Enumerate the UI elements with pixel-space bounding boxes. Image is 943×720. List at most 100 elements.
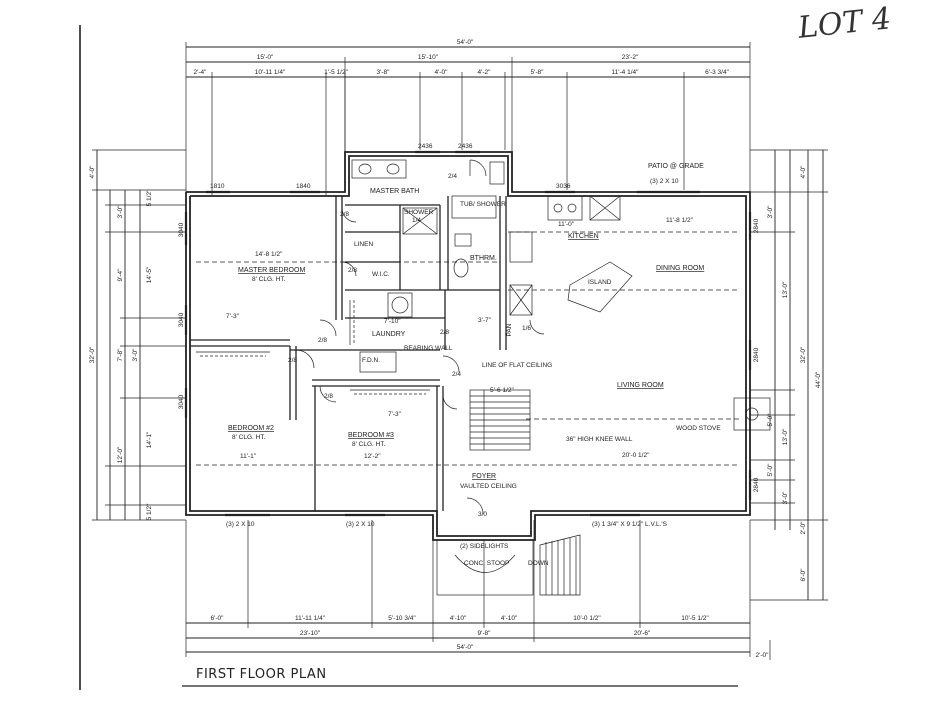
room-wic: W.I.C. bbox=[372, 271, 390, 278]
note-header-bed3: (3) 2 X 10 bbox=[346, 521, 375, 528]
window-tag: 2436 bbox=[418, 143, 433, 150]
dim-bot-r1-1: 11'-11 1/4" bbox=[295, 615, 326, 622]
kitchen-dim: 11'-0" bbox=[558, 221, 575, 228]
dim-top-r3-7: 11'-4 1/4" bbox=[612, 69, 640, 76]
note-dim-7-10: 7'-10" bbox=[384, 318, 401, 325]
door-tag: 1/4 bbox=[412, 217, 421, 224]
dining-dim: 11'-8 1/2" bbox=[666, 217, 694, 224]
dim-bot-side: 2'-0" bbox=[756, 652, 770, 659]
dim-bot-overall: 54'-0" bbox=[457, 644, 474, 651]
room-shower: SHOWER bbox=[404, 209, 434, 216]
dim-left-0: 4'-0" bbox=[89, 165, 96, 179]
note-dim-7-3b: 7'-3" bbox=[388, 411, 402, 418]
window-tag: 3040 bbox=[178, 312, 185, 327]
room-bedroom2: BEDROOM #2 bbox=[228, 425, 274, 432]
bedroom2-ceiling: 8' CLG. HT. bbox=[232, 434, 266, 441]
door-tag: 2/4 bbox=[448, 173, 457, 180]
note-knee-wall: 36" HIGH KNEE WALL bbox=[566, 436, 633, 443]
window-tag: 2840 bbox=[753, 218, 760, 233]
room-stoop: CONC. STOOP bbox=[464, 560, 509, 567]
note-flat-ceiling: LINE OF FLAT CEILING bbox=[482, 362, 552, 369]
dim-right-1: 3'-0" bbox=[767, 205, 774, 219]
dim-right-9: 2'-0" bbox=[800, 521, 807, 535]
window-tag: 2436 bbox=[458, 143, 473, 150]
window-tag: 3040 bbox=[178, 394, 185, 409]
note-down: DOWN bbox=[528, 560, 549, 567]
room-linen: LINEN bbox=[354, 241, 373, 248]
bedroom2-dim: 11'-1" bbox=[240, 453, 257, 460]
dim-right-8: 3'-0" bbox=[782, 491, 789, 505]
room-island: ISLAND bbox=[588, 279, 612, 286]
room-kitchen: KITCHEN bbox=[568, 233, 599, 240]
dim-right-3: 32'-0" bbox=[800, 346, 807, 363]
note-dim-7-3: 7'-3" bbox=[226, 313, 240, 320]
note-header-patio: (3) 2 X 10 bbox=[650, 178, 679, 185]
dim-top-23-2: 23'-2" bbox=[622, 54, 639, 61]
note-bearing-wall: BEARING WALL bbox=[404, 345, 453, 352]
dim-top-r3-0: 2'-4" bbox=[194, 69, 208, 76]
dim-left-2: 3'-0" bbox=[117, 205, 124, 219]
dim-left-9: 12'-0" bbox=[117, 446, 124, 463]
dim-top-r3-6: 5'-8" bbox=[531, 69, 545, 76]
dim-left-5: 7'-8" bbox=[117, 348, 124, 362]
bedroom3-dim: 12'-2" bbox=[364, 453, 381, 460]
door-tag: 1/6 bbox=[522, 325, 531, 332]
door-tag: 2/8 bbox=[288, 357, 297, 364]
note-header-bed2: (3) 2 X 10 bbox=[226, 521, 255, 528]
door-tag: 2/8 bbox=[340, 211, 349, 218]
note-dim-5-6: 5'-6 1/2" bbox=[490, 387, 514, 394]
dim-right-0: 4'-0" bbox=[800, 165, 807, 179]
window-tag: 3036 bbox=[556, 183, 571, 190]
dim-right-5: 5'-0" bbox=[767, 413, 774, 427]
note-dim-3-7: 3'-7" bbox=[478, 317, 492, 324]
room-tub-shower: TUB/ SHOWER bbox=[460, 201, 506, 208]
door-tag: 2/8 bbox=[348, 267, 357, 274]
dim-top-r3-1: 10'-11 1/4" bbox=[255, 69, 286, 76]
dim-top-r3-8: 6'-3 3/4" bbox=[705, 69, 729, 76]
window-tag: 1840 bbox=[296, 183, 311, 190]
dim-top-r3-3: 3'-8" bbox=[377, 69, 391, 76]
dim-left-4: 14'-5" bbox=[146, 266, 153, 283]
dim-bot-r2-2: 20'-6" bbox=[634, 630, 651, 637]
room-patio: PATIO @ GRADE bbox=[648, 163, 704, 170]
master-bedroom-dim: 14'-8 1/2" bbox=[255, 251, 283, 258]
room-foyer: FOYER bbox=[472, 473, 496, 480]
dim-right-4: 44'-0" bbox=[815, 371, 822, 388]
room-master-bath: MASTER BATH bbox=[370, 188, 419, 195]
window-tag: 3040 bbox=[178, 222, 185, 237]
room-living-room: LIVING ROOM bbox=[617, 382, 664, 389]
dim-left-3: 9'-4" bbox=[117, 268, 124, 282]
room-bthrm: BTHRM. bbox=[470, 255, 497, 262]
note-wood-stove: WOOD STOVE bbox=[676, 425, 721, 432]
dim-bot-r1-5: 10'-0 1/2" bbox=[573, 615, 601, 622]
note-door-entry: 3/0 bbox=[478, 511, 487, 518]
dim-bot-r2-1: 9'-8" bbox=[478, 630, 492, 637]
note-header-living: (3) 1 3/4" X 9 1/2" L.V.L.'S bbox=[592, 521, 668, 528]
dim-right-10: 6'-0" bbox=[800, 568, 807, 582]
door-tag: 2/8 bbox=[324, 393, 333, 400]
dim-top-r3-2: 1'-5 1/2" bbox=[324, 69, 348, 76]
dim-bot-r1-6: 10'-5 1/2" bbox=[681, 615, 709, 622]
dim-bot-r2-0: 23'-10" bbox=[300, 630, 321, 637]
window-tag: 1810 bbox=[210, 183, 225, 190]
door-tag: 2/4 bbox=[452, 371, 461, 378]
room-bedroom3: BEDROOM #3 bbox=[348, 432, 394, 439]
room-dining-room: DINING ROOM bbox=[656, 265, 704, 272]
plan-title: FIRST FLOOR PLAN bbox=[196, 667, 327, 682]
door-tag: 2/8 bbox=[440, 329, 449, 336]
foyer-ceiling: VAULTED CEILING bbox=[460, 483, 517, 490]
room-master-bedroom: MASTER BEDROOM bbox=[238, 267, 305, 274]
dim-left-6: 32'-0" bbox=[89, 346, 96, 363]
master-bedroom-ceiling: 8' CLG. HT. bbox=[252, 276, 286, 283]
dim-top-overall: 54'-0" bbox=[457, 39, 474, 46]
dim-top-r3-4: 4'-0" bbox=[435, 69, 449, 76]
window-tag: 2840 bbox=[753, 347, 760, 362]
living-dim: 20'-0 1/2" bbox=[622, 452, 650, 459]
dim-bot-r1-4: 4'-10" bbox=[501, 615, 518, 622]
dim-bot-r1-2: 5'-10 3/4" bbox=[388, 615, 416, 622]
dim-left-1: 5 1/2" bbox=[146, 189, 153, 206]
dim-right-6: 13'-0" bbox=[782, 428, 789, 445]
dim-bot-r1-3: 4'-10" bbox=[450, 615, 467, 622]
